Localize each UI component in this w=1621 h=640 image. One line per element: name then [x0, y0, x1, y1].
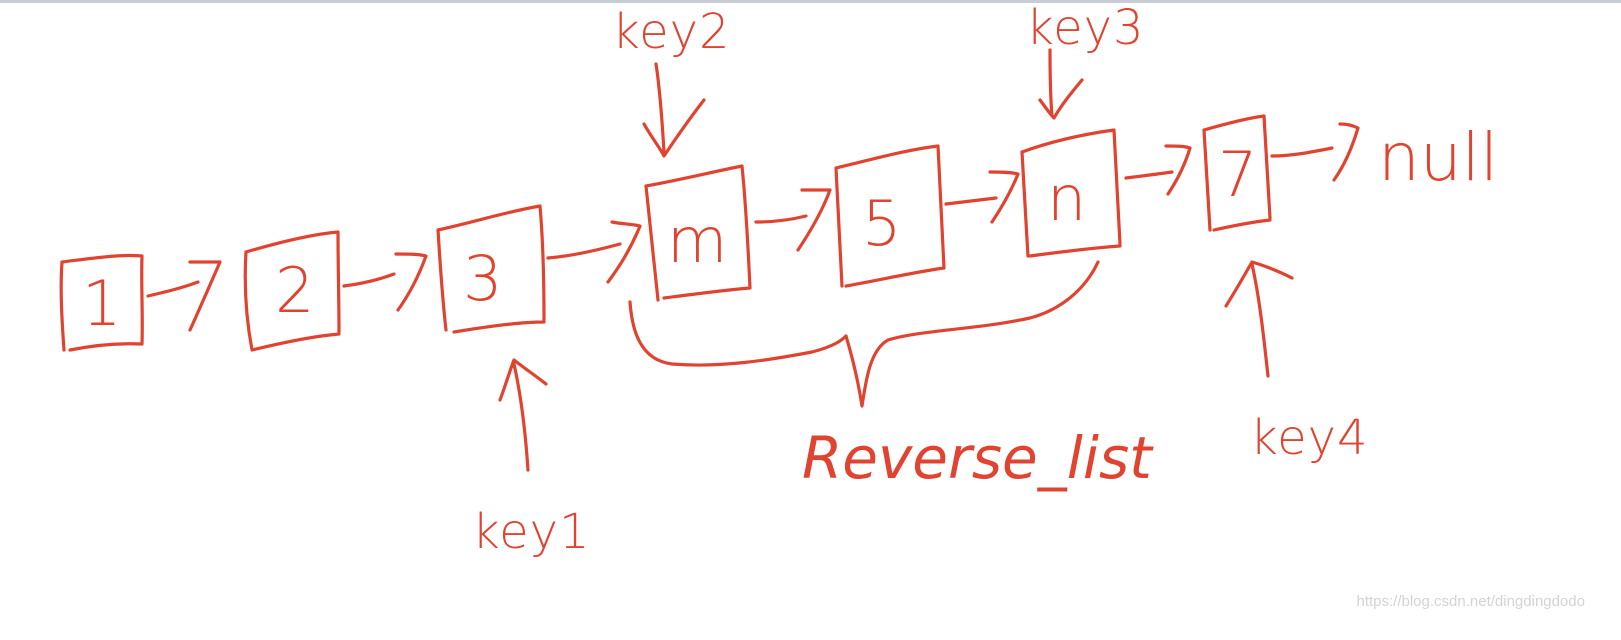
- brace-path: [628, 260, 1100, 408]
- key3-label: key3: [1026, 0, 1145, 56]
- node-m: m: [644, 164, 752, 302]
- null-terminal: null: [1378, 119, 1498, 196]
- node-5: 5: [834, 144, 946, 288]
- node-n-label: n: [1047, 162, 1086, 235]
- node-3-box: [436, 204, 546, 334]
- key2-arrow: [642, 62, 706, 158]
- node-2-box: [243, 230, 341, 352]
- key2-label: key2: [612, 4, 731, 60]
- node-2: 2: [243, 230, 341, 352]
- node-5-label: 5: [862, 187, 901, 260]
- arrow-1-2: [146, 260, 222, 332]
- node-3: 3: [436, 204, 546, 334]
- arrow-2-3: [342, 252, 428, 312]
- node-3-label: 3: [463, 242, 502, 315]
- pointer-key1: key1: [472, 358, 591, 560]
- node-7: 7: [1202, 114, 1272, 232]
- node-m-label: m: [667, 204, 727, 277]
- pointer-key4: key4: [1224, 260, 1369, 466]
- arrow-5-n: [944, 170, 1020, 224]
- node-1-box: [59, 253, 144, 352]
- node-1-label: 1: [82, 267, 121, 340]
- key1-label: key1: [472, 504, 591, 560]
- key3-arrow: [1038, 48, 1084, 120]
- arrow-7-null: [1270, 122, 1360, 182]
- node-5-box: [834, 144, 946, 288]
- node-n: n: [1020, 128, 1122, 258]
- pointer-key2: key2: [612, 4, 731, 158]
- reverse-list-label: Reverse_list: [802, 424, 1154, 492]
- key1-arrow: [498, 358, 548, 472]
- arrow-3-m: [546, 220, 642, 284]
- key4-arrow: [1224, 260, 1294, 378]
- key4-label: key4: [1250, 410, 1369, 466]
- reverse-brace: [628, 260, 1100, 408]
- node-n-box: [1020, 128, 1122, 258]
- top-border: [0, 0, 1621, 3]
- watermark-url: https://blog.csdn.net/dingdingdodo: [1356, 593, 1585, 610]
- pointer-key3: key3: [1026, 0, 1145, 120]
- node-2-label: 2: [275, 254, 314, 327]
- node-7-box: [1202, 114, 1272, 232]
- node-m-box: [644, 164, 752, 302]
- arrow-n-7: [1124, 144, 1192, 196]
- arrow-m-5: [754, 188, 832, 252]
- node-1: 1: [59, 253, 144, 352]
- node-7-label: 7: [1218, 138, 1257, 211]
